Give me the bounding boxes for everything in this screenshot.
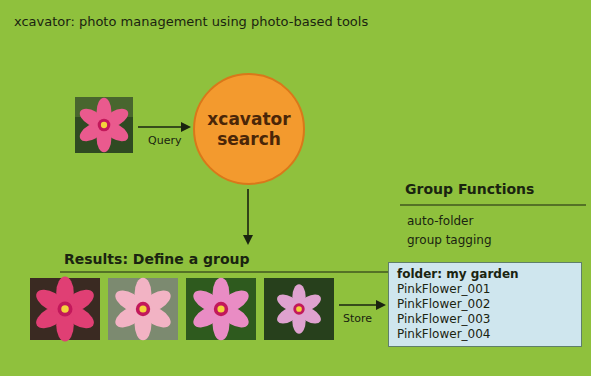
store-arrow	[339, 304, 384, 306]
group-functions-rule	[400, 204, 586, 205]
arrow-label: Query	[148, 134, 181, 147]
results-rule	[60, 271, 390, 272]
folder-name: folder: my garden	[397, 267, 573, 282]
node-title: xcavator search	[205, 109, 293, 149]
file-name: PinkFlower_002	[397, 297, 573, 312]
arrow-label: Store	[343, 312, 372, 325]
title: xcavator: photo management using photo-b…	[14, 14, 368, 29]
search-circle: xcavator search	[193, 73, 305, 185]
folder-box: folder: my gardenPinkFlower_001PinkFlowe…	[388, 262, 582, 347]
file-name: PinkFlower_004	[397, 327, 573, 342]
section-heading: Group Functions	[405, 181, 534, 197]
result-photo	[108, 278, 178, 340]
section-heading: Results: Define a group	[64, 251, 250, 267]
file-name: PinkFlower_001	[397, 282, 573, 297]
result-photo	[30, 277, 100, 342]
result-photo	[264, 278, 334, 340]
query-arrow	[138, 126, 189, 128]
function-item: group tagging	[407, 233, 492, 247]
function-item: auto-folder	[407, 214, 473, 228]
result-arrow	[247, 189, 249, 243]
result-photo	[186, 278, 256, 340]
query-photo	[75, 97, 133, 153]
file-name: PinkFlower_003	[397, 312, 573, 327]
